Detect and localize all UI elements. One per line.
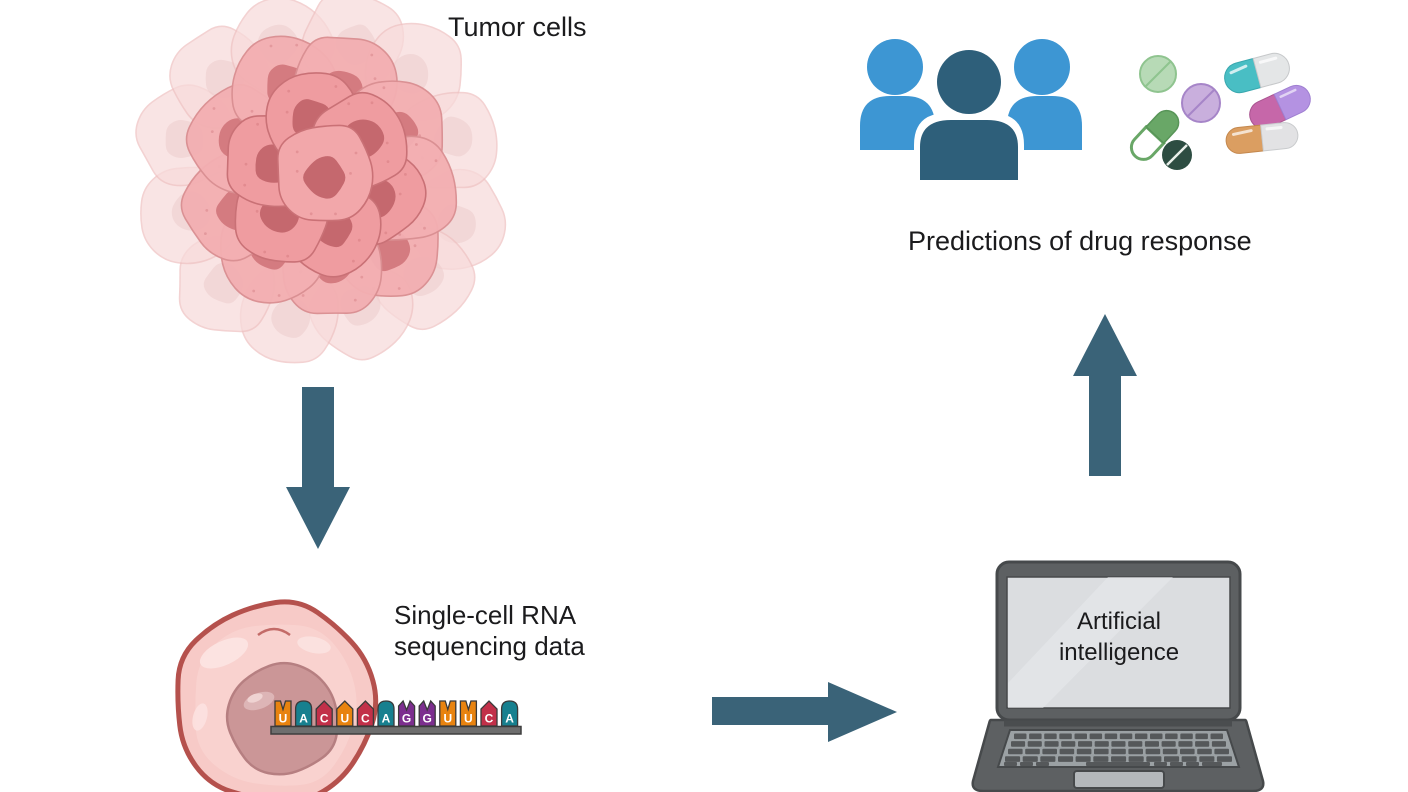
pill-round-lavender: [1181, 83, 1221, 123]
pill-round-dark-green: [1162, 140, 1192, 170]
rna-tile-letter: A: [505, 712, 514, 726]
pill-capsule-pink-purple: [1249, 84, 1311, 130]
rna-tile-letter: U: [443, 712, 452, 726]
ai-label-line2: intelligence: [1058, 639, 1180, 666]
rna-tile-letter: U: [279, 712, 288, 726]
screen-shine: [1008, 577, 1173, 708]
rna-tile: U: [439, 700, 457, 727]
pill-round-green: [1139, 55, 1177, 93]
rna-tile: U: [274, 700, 292, 727]
rna-tile: C: [480, 700, 498, 727]
rna-tile-letter: A: [382, 712, 391, 726]
arrow-right-icon: [712, 682, 897, 742]
rna-read-bar: [270, 725, 522, 735]
pills-icon: [1129, 52, 1311, 170]
rna-tile-letter: A: [299, 712, 308, 726]
rna-tile: A: [377, 700, 395, 727]
rna-tile: U: [336, 700, 354, 727]
ai-label-line1: Artificial: [1076, 608, 1161, 635]
pill-capsule-orange-white: [1225, 122, 1299, 154]
single-cell-label: Single-cell RNA sequencing data: [394, 600, 585, 662]
rna-tile: G: [418, 699, 436, 727]
rna-tile: A: [500, 700, 519, 727]
person-right-body: [1007, 96, 1082, 150]
person-right-head: [1014, 39, 1070, 95]
tumor-cells-label: Tumor cells: [448, 12, 587, 42]
person-center-body: [920, 120, 1018, 180]
rna-tile-letter: C: [485, 712, 494, 726]
single-cell-label-line2: sequencing data: [394, 631, 585, 661]
rna-tile-letter: C: [320, 712, 329, 726]
tumor-cells-illustration: [135, 0, 507, 364]
pill-capsule-green-outline: [1129, 109, 1180, 161]
people-group-icon: [860, 39, 1082, 180]
rna-tile-letter: C: [361, 712, 370, 726]
arrow-up-icon: [1073, 314, 1137, 476]
person-center: [920, 50, 1018, 180]
rna-tile: G: [397, 699, 416, 727]
single-cell-label-line1: Single-cell RNA: [394, 600, 577, 630]
predictions-label: Predictions of drug response: [908, 226, 1252, 256]
rna-tile: C: [356, 700, 375, 727]
rna-tile: U: [459, 700, 478, 727]
rna-tile-letter: U: [464, 712, 473, 726]
person-right: [1007, 39, 1082, 150]
arrow-down-icon: [286, 387, 350, 549]
laptop-hinge: [1004, 720, 1232, 727]
rna-tile-letter: U: [340, 712, 349, 726]
pill-capsule-teal-white: [1224, 52, 1290, 94]
rna-tile: A: [294, 700, 313, 727]
laptop-keyboard-keys: [1004, 733, 1232, 766]
laptop-icon: [971, 560, 1265, 792]
rna-tile-letter: G: [402, 712, 411, 726]
arrow-up-shape: [1073, 314, 1137, 476]
arrow-down-shape: [286, 387, 350, 549]
rna-tile-letter: G: [423, 712, 432, 726]
ai-screen-label: Artificial intelligence: [1008, 606, 1230, 668]
rna-tile: C: [315, 700, 333, 727]
person-left-head: [867, 39, 923, 95]
laptop-trackpad: [1073, 770, 1165, 789]
arrow-right-shape: [712, 682, 897, 742]
person-center-head: [937, 50, 1001, 114]
